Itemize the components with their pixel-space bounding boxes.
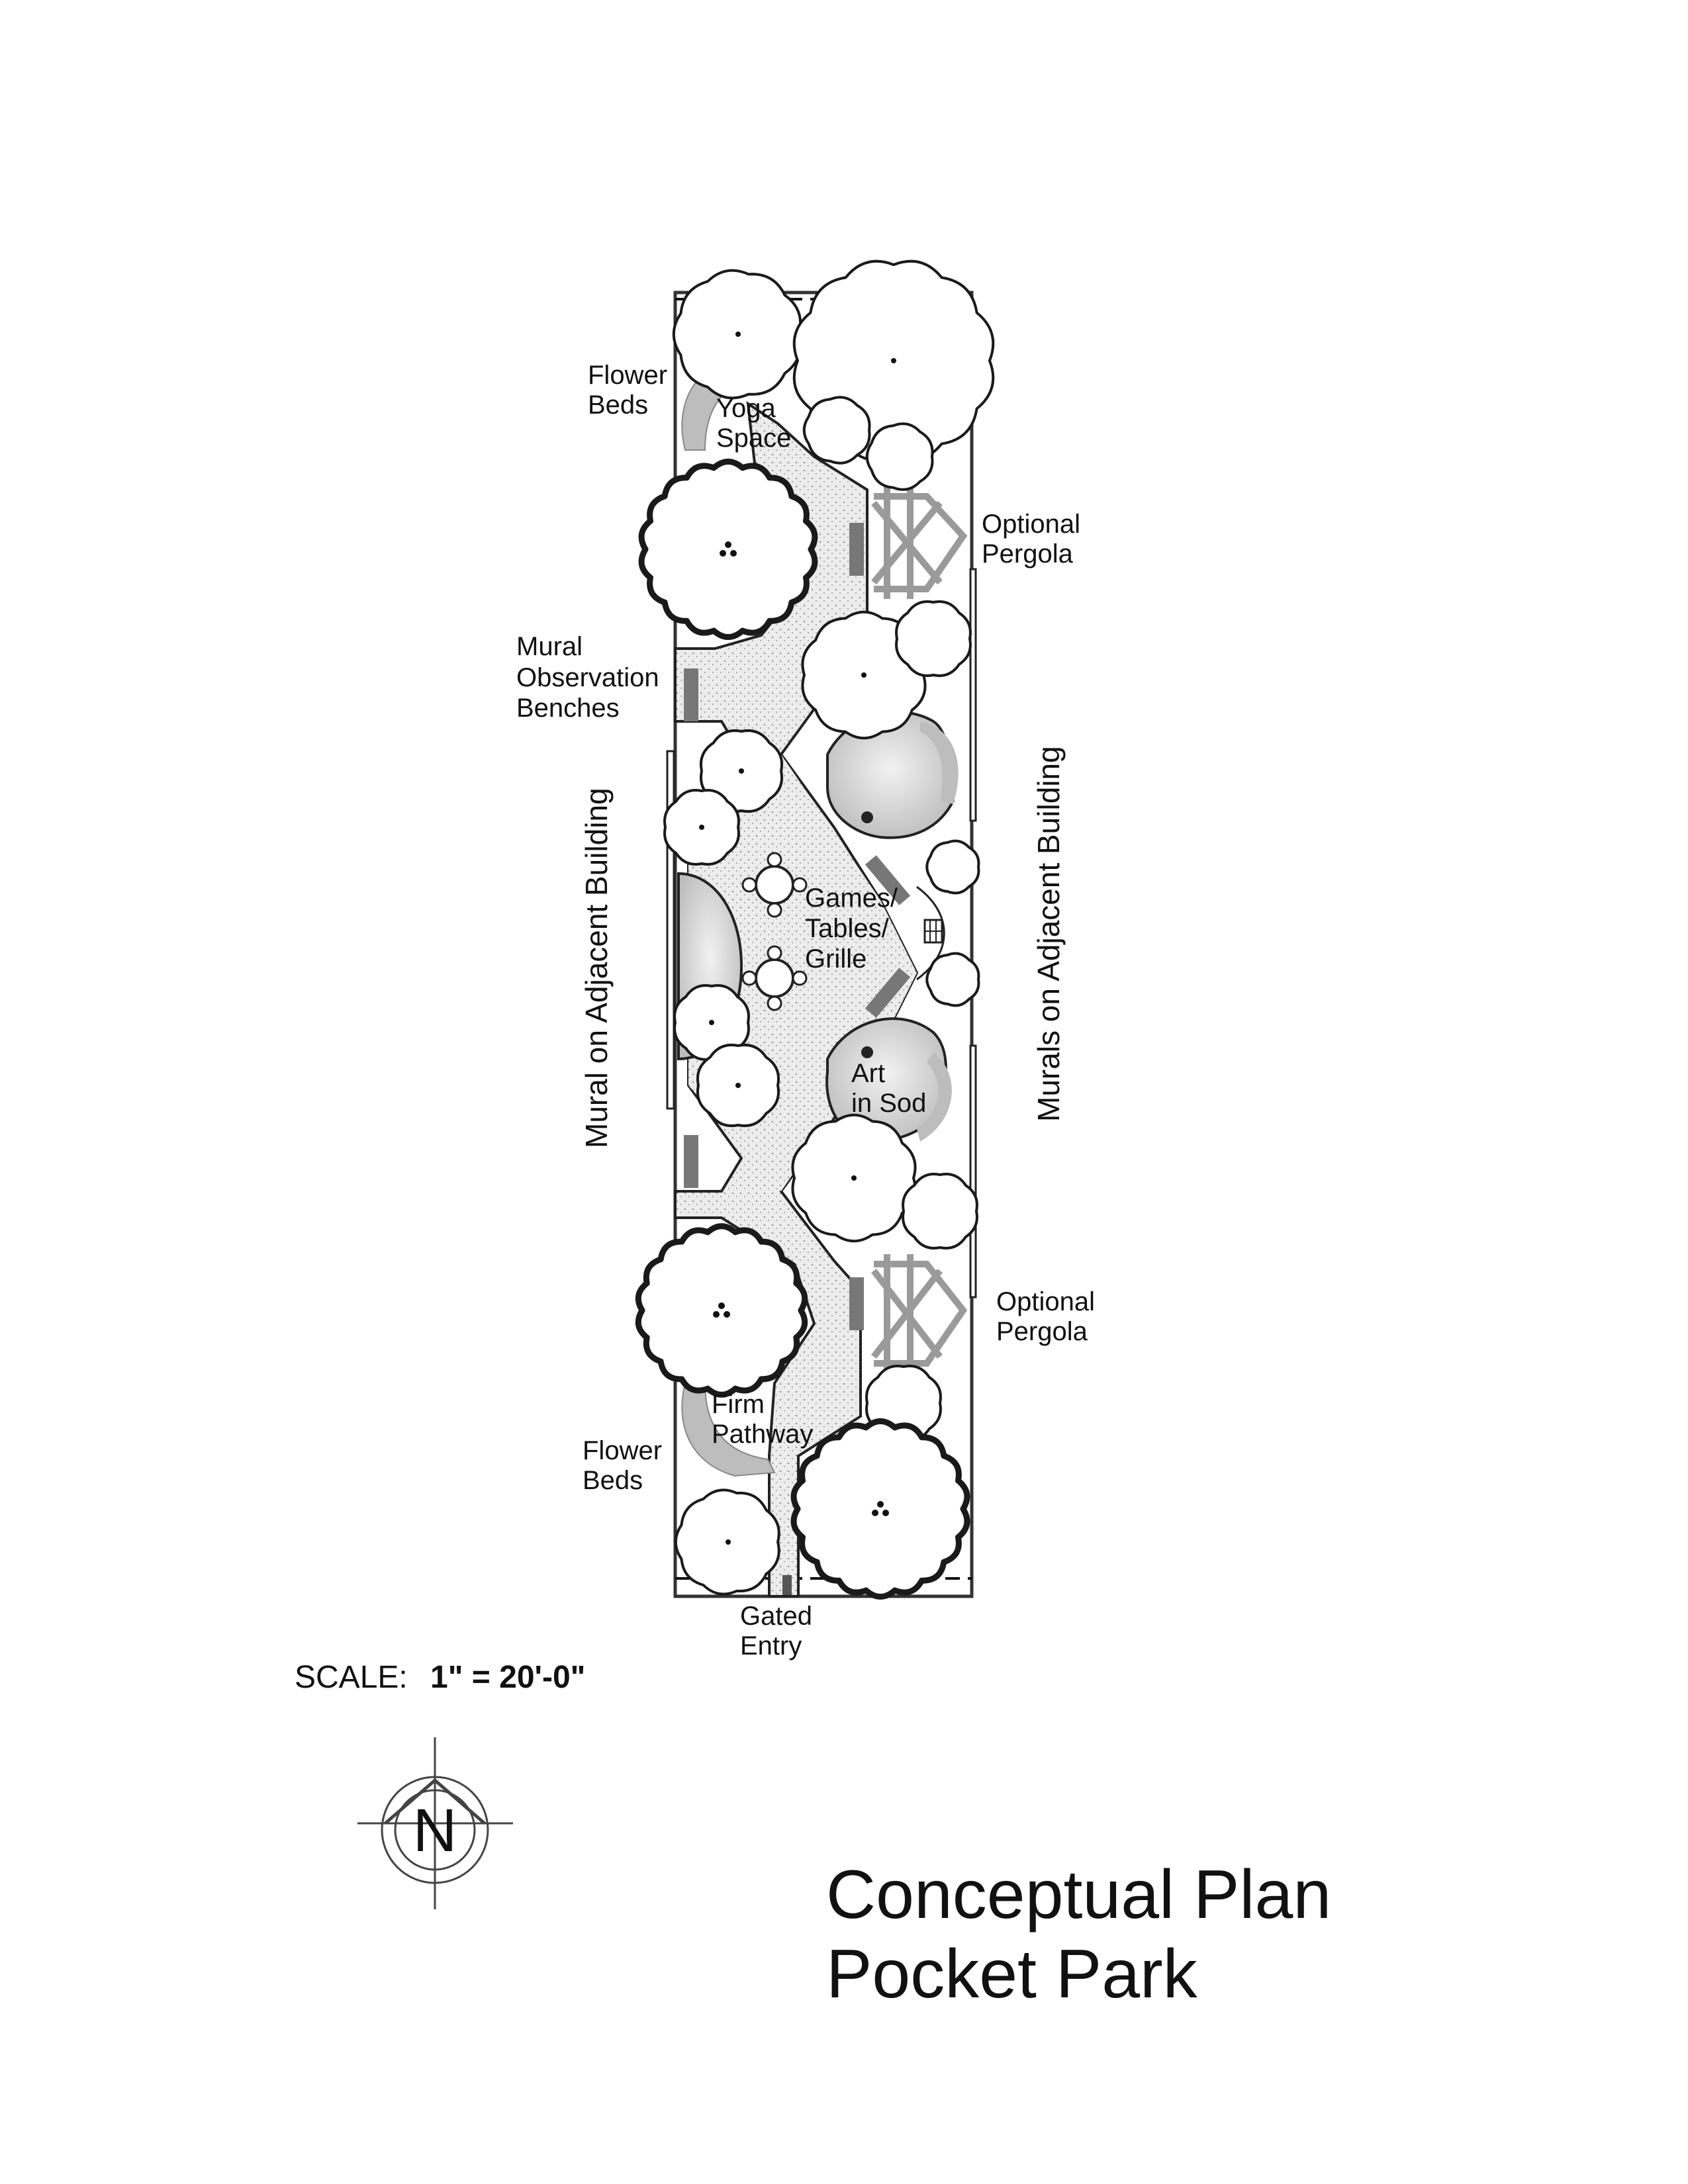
plan-title-line2: Pocket Park [826, 1936, 1198, 2013]
tree-canopy-icon [700, 729, 783, 813]
tree-canopy-icon [635, 1223, 808, 1398]
tree-canopy-icon [802, 396, 871, 465]
tree-canopy-icon [925, 839, 980, 895]
tree-canopy-icon [801, 610, 927, 740]
pergola-top [871, 483, 968, 599]
games-tables-grille-label: Games/Tables/Grille [805, 884, 898, 974]
flower-bed-lawn-s [917, 1052, 952, 1142]
tree-canopy-icon [895, 600, 972, 677]
tree-canopy-icon [865, 422, 934, 491]
tree-canopy-icon [674, 1488, 780, 1596]
north-arrow-icon [357, 1737, 513, 1909]
mural-wall-right-upper [969, 568, 977, 822]
gate [782, 1575, 792, 1595]
game-table [741, 852, 808, 918]
flower-bed-bottom [681, 1383, 776, 1477]
mural-adjacent-building-label: Mural on Adjacent Building [579, 788, 614, 1148]
scale-prefix: SCALE: [295, 1660, 408, 1695]
art-piece [861, 1046, 873, 1058]
art-piece [861, 811, 873, 823]
tree-canopy-icon [696, 1044, 780, 1127]
north-letter: N [413, 1797, 457, 1864]
game-table [741, 945, 808, 1011]
mural-wall-left [666, 750, 675, 1110]
mural-wall-right-lower [969, 1044, 977, 1298]
tree-canopy-icon [663, 789, 740, 866]
bench [849, 1277, 864, 1330]
pergola-bottom [871, 1254, 968, 1373]
bench [865, 855, 911, 905]
tree-canopy-icon [925, 952, 980, 1007]
trees-layer [635, 259, 995, 1600]
bench [684, 668, 698, 721]
grille-icon [916, 886, 945, 981]
bench [849, 523, 864, 576]
murals-adjacent-building-label: Murals on Adjacent Building [1031, 746, 1066, 1122]
plan-title-line1: Conceptual Plan [826, 1856, 1331, 1933]
tree-canopy-icon [638, 458, 818, 641]
flower-bed-lawn-n [920, 721, 959, 804]
tree-canopy-icon [673, 984, 750, 1061]
bench [684, 1135, 698, 1188]
tree-canopy-icon [791, 1113, 917, 1243]
scale-value: 1" = 20'-0" [430, 1660, 585, 1695]
tree-canopy-icon [902, 1173, 978, 1250]
tree-canopy-icon [672, 269, 802, 400]
bench [865, 968, 911, 1018]
tree-canopy-icon [790, 1418, 970, 1600]
